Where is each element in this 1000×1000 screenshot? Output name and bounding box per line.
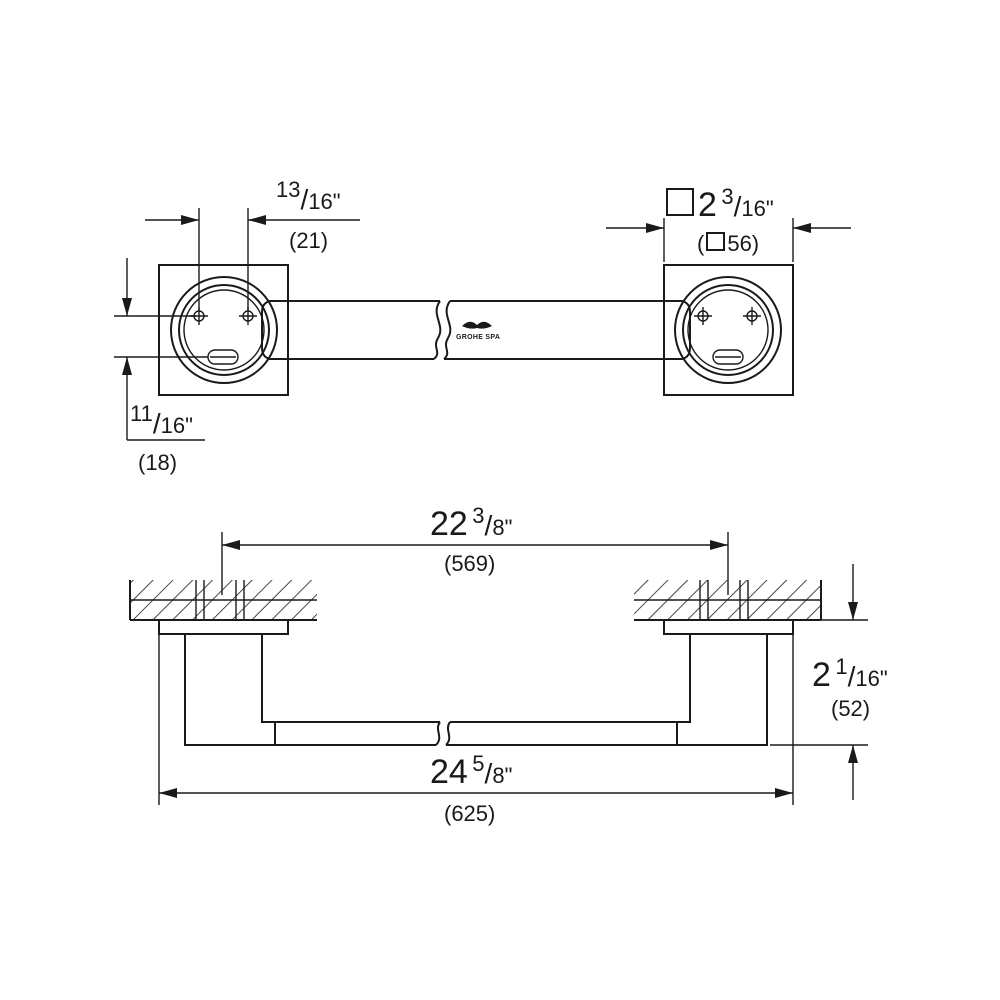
label-projection: 2 1/16" [812,654,888,694]
inch-mark: " [765,196,774,221]
fraction-numerator: 5 [472,751,485,776]
fraction-denominator: 8 [492,515,505,540]
label-hole-offset-y: 11/16" [130,401,193,439]
inch-mark: " [185,413,193,438]
fraction-numerator: 13 [276,177,301,202]
side-view [129,532,868,805]
dim-overall-length [158,634,794,805]
fraction-whole: 2 [812,656,831,694]
label-flange-square-mm: (56) [697,232,759,255]
fraction-numerator: 11 [130,401,153,426]
anchor-marks [195,580,749,620]
inch-mark: " [332,189,341,214]
left-bracket-side [158,619,289,746]
dim-hole-offset-x [145,208,360,310]
dim-projection [770,564,868,800]
inch-mark: " [504,763,513,788]
inch-mark: " [504,515,513,540]
right-bracket-side [663,619,794,746]
label-hole-offset-x-mm: (21) [289,228,329,253]
label-hole-offset-x: 13/16" [276,177,341,215]
fraction-denominator: 8 [492,763,505,788]
label-center-distance-mm: (569) [444,551,496,576]
square-symbol-icon [666,188,694,216]
fraction-denominator: 16 [160,413,186,438]
fraction-whole: 22 [430,505,468,543]
fraction-denominator: 16 [855,666,880,691]
fraction-denominator: 16 [308,189,333,214]
fraction-numerator: 1 [835,654,848,679]
square-symbol-icon [706,232,726,251]
dim-hole-offset-y [114,258,208,441]
label-flange-square: 2 3/16" [666,186,774,224]
brand-label: GROHE SPA [456,334,501,341]
fraction-numerator: 3 [472,503,485,528]
label-projection-mm: (52) [831,696,871,721]
fraction-denominator: 16 [741,196,766,221]
right-flange-top [663,264,794,396]
dim-flange-square [606,218,851,262]
fraction-whole: 24 [430,753,468,791]
inch-mark: " [879,666,888,691]
fraction-numerator: 3 [721,184,734,209]
mm-value: 56) [727,231,760,256]
bar-side [275,721,677,746]
wall-left [129,580,317,621]
label-overall-length-mm: (625) [444,801,496,826]
top-view [114,208,851,441]
label-overall-length: 24 5/8" [430,751,513,791]
fraction-whole: 2 [698,186,717,224]
paren-open: ( [697,231,705,256]
left-flange-top [158,264,289,396]
label-center-distance: 22 3/8" [430,503,513,543]
label-hole-offset-y-mm: (18) [138,450,178,475]
brand-logo-icon [462,321,492,329]
dim-center-distance [221,532,729,595]
bar-top [288,300,664,360]
